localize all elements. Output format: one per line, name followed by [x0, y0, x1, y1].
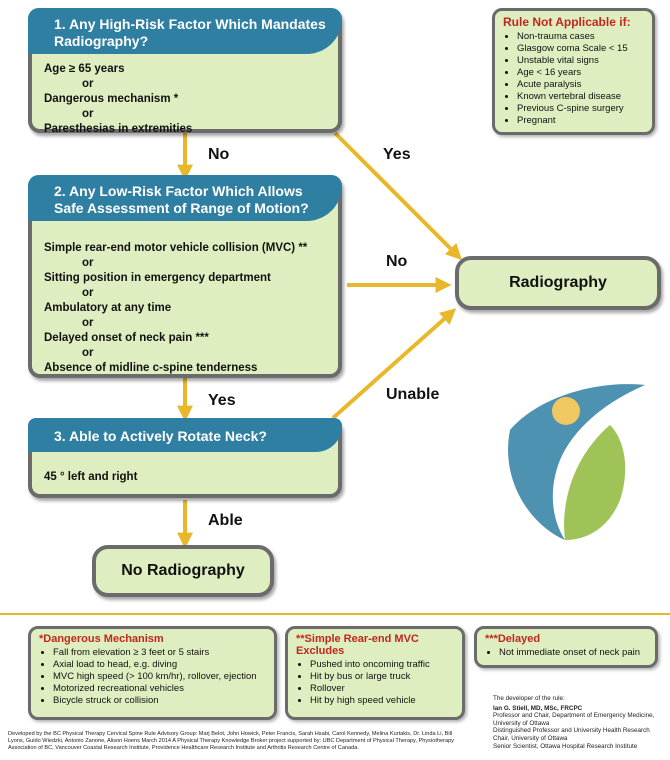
list-item: Acute paralysis [517, 79, 644, 91]
dangerous-mechanism-title: *Dangerous Mechanism [39, 633, 164, 645]
developer-title: Senior Scientist, Ottawa Hospital Resear… [493, 742, 638, 750]
delayed-title: ***Delayed [485, 633, 541, 645]
developer-title: Distinguished Professor and University H… [493, 727, 650, 742]
list-item: Bicycle struck or collision [53, 695, 266, 707]
criterion-paresthesias: Paresthesias in extremities [44, 123, 193, 135]
not-applicable-title: Rule Not Applicable if: [503, 15, 631, 29]
list-item: Unstable vital signs [517, 55, 644, 67]
list-item: Motorized recreational vehicles [53, 683, 266, 695]
label-yes-1: Yes [383, 146, 411, 163]
criterion-ambulatory: Ambulatory at any time [44, 302, 172, 314]
label-able: Able [208, 512, 243, 529]
or-label: or [82, 287, 94, 299]
or-label: or [82, 317, 94, 329]
list-item: Rollover [310, 683, 454, 695]
criterion-no-midline-tenderness: Absence of midline c-spine tenderness [44, 362, 258, 374]
mvc-excludes-box: **Simple Rear-end MVC Excludes Pushed in… [285, 626, 465, 720]
criterion-sitting-position: Sitting position in emergency department [44, 272, 271, 284]
mvc-excludes-title: **Simple Rear-end MVC Excludes [296, 633, 419, 657]
logo-figure-icon [508, 384, 645, 540]
dangerous-mechanism-box: *Dangerous Mechanism Fall from elevation… [28, 626, 277, 720]
criterion-rotate-45: 45 ° left and right [44, 471, 138, 483]
step1-header: 1. Any High-Risk Factor Which Mandates R… [28, 8, 342, 54]
label-no-2: No [386, 253, 408, 270]
dangerous-mechanism-list: Fall from elevation ≥ 3 feet or 5 stairs… [39, 647, 266, 707]
not-applicable-list: Non-trauma cases Glasgow coma Scale < 15… [503, 31, 644, 127]
mvc-excludes-list: Pushed into oncoming traffic Hit by bus … [296, 659, 454, 707]
not-applicable-box: Rule Not Applicable if: Non-trauma cases… [492, 8, 655, 135]
step3-criteria: 45 ° left and right [44, 470, 330, 485]
delayed-list: Not immediate onset of neck pain [485, 647, 647, 659]
list-item: Axial load to head, e.g. diving [53, 659, 266, 671]
step2-criteria: Simple rear-end motor vehicle collision … [44, 241, 330, 376]
developer-info: The developer of the rule: Ian G. Stiell… [493, 695, 665, 750]
step3-header: 3. Able to Actively Rotate Neck? [28, 418, 342, 452]
step1-box: 1. Any High-Risk Factor Which Mandates R… [28, 8, 342, 135]
criterion-delayed-onset: Delayed onset of neck pain *** [44, 332, 209, 344]
list-item: Known vertebral disease [517, 91, 644, 103]
outcome-radiography: Radiography [455, 256, 661, 310]
or-label: or [82, 108, 94, 120]
credits-text: Developed by the BC Physical Therapy Cer… [8, 731, 454, 751]
developer-heading: The developer of the rule: [493, 695, 565, 702]
label-no-1: No [208, 146, 230, 163]
list-item: Fall from elevation ≥ 3 feet or 5 stairs [53, 647, 266, 659]
criterion-dangerous-mechanism: Dangerous mechanism * [44, 93, 179, 105]
list-item: Previous C-spine surgery [517, 103, 644, 115]
or-label: or [82, 257, 94, 269]
or-label: or [82, 78, 94, 90]
list-item: MVC high speed (> 100 km/hr), rollover, … [53, 671, 266, 683]
list-item: Age < 16 years [517, 67, 644, 79]
delayed-box: ***Delayed Not immediate onset of neck p… [474, 626, 658, 668]
list-item: Hit by high speed vehicle [310, 695, 454, 707]
arrow-unable-to-radiography [331, 308, 457, 420]
developer-name: Ian G. Stiell, MD, MSc, FRCPC [493, 704, 583, 712]
step2-header: 2. Any Low-Risk Factor Which Allows Safe… [28, 175, 342, 221]
criterion-simple-rear-end: Simple rear-end motor vehicle collision … [44, 242, 308, 254]
step1-criteria: Age ≥ 65 years or Dangerous mechanism * … [44, 62, 330, 137]
label-unable: Unable [386, 386, 440, 403]
list-item: Not immediate onset of neck pain [499, 647, 647, 659]
criterion-age: Age ≥ 65 years [44, 63, 125, 75]
list-item: Non-trauma cases [517, 31, 644, 43]
arrow-yes-step1-to-radiography [333, 131, 462, 260]
list-item: Glasgow coma Scale < 15 [517, 43, 644, 55]
step2-box: 2. Any Low-Risk Factor Which Allows Safe… [28, 175, 342, 378]
step3-box: 3. Able to Actively Rotate Neck? 45 ° le… [28, 418, 342, 498]
label-yes-2: Yes [208, 392, 236, 409]
outcome-no-radiography: No Radiography [92, 545, 274, 597]
or-label: or [82, 347, 94, 359]
list-item: Pregnant [517, 115, 644, 127]
list-item: Pushed into oncoming traffic [310, 659, 454, 671]
developer-title: Professor and Chair, Department of Emerg… [493, 712, 655, 727]
list-item: Hit by bus or large truck [310, 671, 454, 683]
